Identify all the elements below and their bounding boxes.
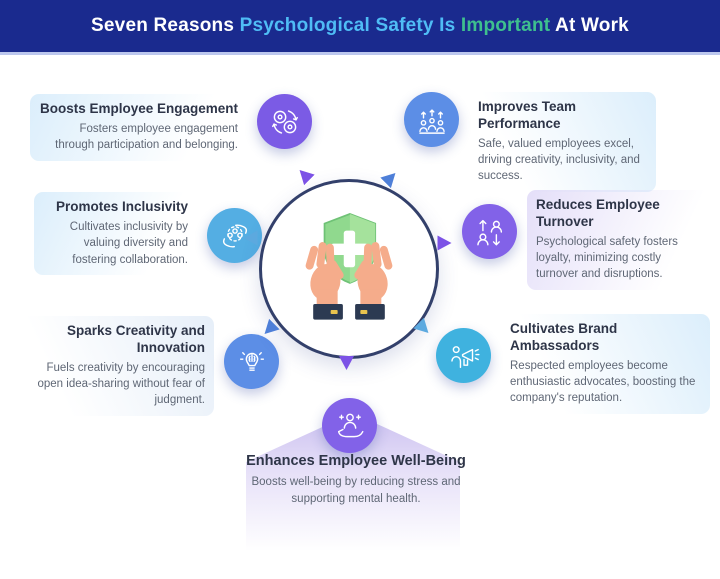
item-card: Improves Team Performance Safe, valued e… <box>469 92 656 192</box>
item-description: Safe, valued employees excel, driving cr… <box>478 137 640 183</box>
item-title: Reduces Employee Turnover <box>536 197 660 229</box>
item-promotes-inclusivity: Promotes Inclusivity Cultivates inclusiv… <box>34 192 268 275</box>
lightbulb-idea-icon <box>224 334 279 389</box>
megaphone-person-icon <box>436 328 491 383</box>
item-description: Fuels creativity by encouraging open ide… <box>37 361 206 407</box>
arrow-down-icon <box>339 356 354 370</box>
item-enhances-well-being: Enhances Employee Well-Being Boosts well… <box>236 452 476 507</box>
item-brand-ambassadors: Cultivates Brand Ambassadors Respected e… <box>436 314 710 414</box>
item-title: Boosts Employee Engagement <box>39 101 238 116</box>
item-card: Reduces Employee Turnover Psychological … <box>527 190 710 290</box>
turnover-arrows-icon <box>462 204 517 259</box>
arrow-right-icon <box>438 236 452 251</box>
page-title: Seven Reasons Psychological Safety Is Im… <box>91 15 629 37</box>
item-team-performance: Improves Team Performance Safe, valued e… <box>404 92 656 192</box>
item-title: Enhances Employee Well-Being <box>246 453 466 469</box>
item-description: Respected employees become enthusiastic … <box>510 359 696 405</box>
item-card: Promotes Inclusivity Cultivates inclusiv… <box>34 192 197 275</box>
title-segment: Psychological Safety Is <box>239 15 461 36</box>
hands-holding-shield-icon <box>305 213 393 320</box>
item-title: Cultivates Brand Ambassadors <box>510 321 618 353</box>
item-title: Improves Team Performance <box>478 99 577 131</box>
item-card: Sparks Creativity and Innovation Fuels c… <box>18 316 214 416</box>
item-title: Promotes Inclusivity <box>55 199 188 214</box>
item-description: Cultivates inclusivity by valuing divers… <box>69 220 188 266</box>
item-description: Boosts well-being by reducing stress and… <box>251 476 461 505</box>
center-circle <box>259 179 439 359</box>
engagement-gears-icon <box>257 94 312 149</box>
item-title: Sparks Creativity and Innovation <box>66 323 205 355</box>
title-segment: Seven Reasons <box>91 15 240 36</box>
team-growth-icon <box>404 92 459 147</box>
title-segment: At Work <box>550 15 629 36</box>
item-card: Boosts Employee Engagement Fosters emplo… <box>30 94 247 161</box>
care-person-icon <box>322 398 377 453</box>
item-description: Psychological safety fosters loyalty, mi… <box>536 235 678 281</box>
title-segment: Important <box>460 15 551 36</box>
item-reduces-turnover: Reduces Employee Turnover Psychological … <box>462 190 710 290</box>
item-boosts-engagement: Boosts Employee Engagement Fosters emplo… <box>30 94 312 161</box>
item-card: Cultivates Brand Ambassadors Respected e… <box>501 314 710 414</box>
item-description: Fosters employee engagement through part… <box>55 122 238 152</box>
arrow-up-left-icon <box>294 165 315 186</box>
header: Seven Reasons Psychological Safety Is Im… <box>0 0 720 55</box>
item-sparks-creativity: Sparks Creativity and Innovation Fuels c… <box>18 316 284 416</box>
